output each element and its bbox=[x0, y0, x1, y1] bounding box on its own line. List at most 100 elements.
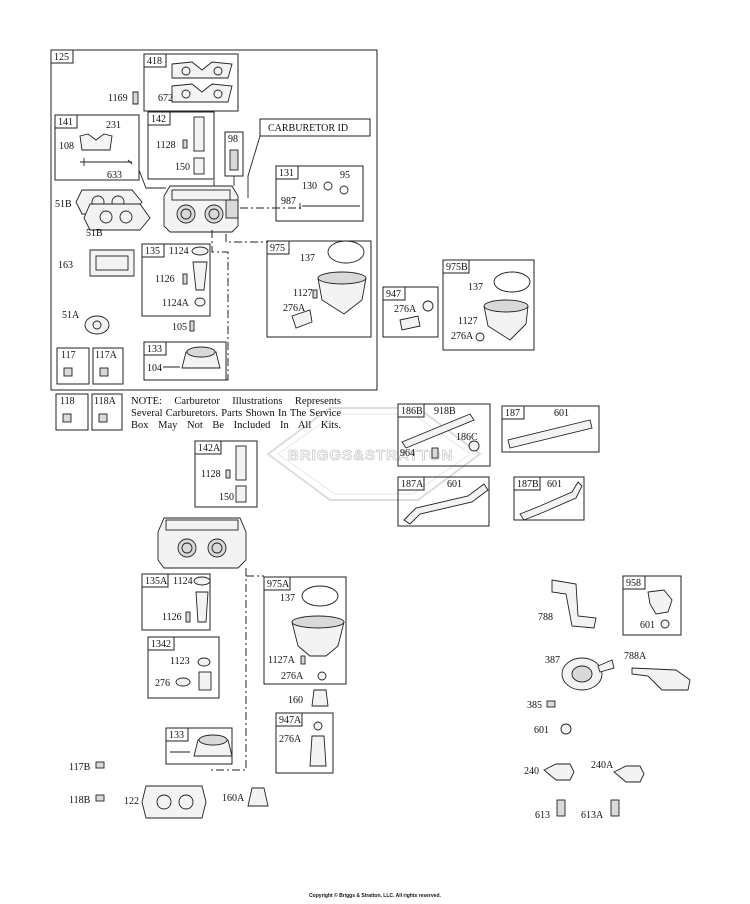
label-150-142A: 150 bbox=[219, 492, 234, 503]
o-ring-137 bbox=[327, 240, 365, 264]
tube-187B bbox=[519, 481, 583, 521]
label-276A-975A: 276A bbox=[281, 671, 304, 682]
label-118B: 118B bbox=[69, 795, 91, 806]
label-788A: 788A bbox=[624, 651, 647, 662]
label-1124-135A: 1124 bbox=[173, 576, 193, 587]
leader-141 bbox=[138, 169, 166, 189]
float-135A bbox=[195, 591, 209, 623]
clamp-958 bbox=[660, 619, 670, 629]
gasket-672 bbox=[171, 83, 233, 103]
watermark-text: BRIGGS&STRATTON bbox=[288, 447, 453, 464]
nut-160 bbox=[311, 689, 329, 707]
label-1128: 1128 bbox=[156, 140, 176, 151]
kit-131-box bbox=[275, 165, 364, 222]
label-105: 105 bbox=[172, 322, 187, 333]
label-130: 130 bbox=[302, 181, 317, 192]
label-601-187: 601 bbox=[554, 408, 569, 419]
label-276A: 276A bbox=[283, 303, 306, 314]
float-pin-1124 bbox=[191, 246, 209, 256]
tag-187A: 187A bbox=[401, 479, 424, 490]
gasket-122 bbox=[141, 785, 207, 819]
label-601-187B: 601 bbox=[547, 479, 562, 490]
kit-117A-box bbox=[92, 347, 124, 385]
shaft-987 bbox=[299, 203, 360, 209]
kit-1342-box bbox=[147, 636, 220, 699]
label-613A: 613A bbox=[581, 810, 604, 821]
part-142-bracket bbox=[193, 116, 205, 152]
label-1127A: 1127A bbox=[268, 655, 296, 666]
tag-133: 133 bbox=[147, 344, 162, 355]
filter-240 bbox=[543, 763, 575, 781]
label-1128-142A: 1128 bbox=[201, 469, 221, 480]
part-117A bbox=[99, 367, 109, 377]
label-788: 788 bbox=[538, 612, 553, 623]
label-51B: 51B bbox=[55, 199, 72, 210]
tube-187A bbox=[403, 483, 489, 525]
tag-418: 418 bbox=[147, 56, 162, 67]
label-276A-947: 276A bbox=[394, 304, 417, 315]
kit-975-box bbox=[266, 240, 372, 338]
carburetor-note: NOTE: Carburetor Illustrations Represent… bbox=[131, 396, 341, 431]
tag-135A: 135A bbox=[145, 576, 168, 587]
part-118 bbox=[62, 413, 72, 423]
tag-1342: 1342 bbox=[151, 639, 171, 650]
tag-187: 187 bbox=[505, 408, 520, 419]
label-122: 122 bbox=[124, 796, 139, 807]
tag-947A: 947A bbox=[279, 715, 302, 726]
kit-958-box bbox=[622, 575, 682, 636]
part-118A bbox=[98, 413, 108, 423]
kit-142A-box bbox=[194, 440, 258, 508]
label-240A: 240A bbox=[591, 760, 614, 771]
tag-187B: 187B bbox=[517, 479, 539, 490]
screw-1126-135A bbox=[185, 611, 191, 623]
label-137-975A: 137 bbox=[280, 593, 295, 604]
float-pin-135A bbox=[193, 576, 211, 586]
part-150 bbox=[193, 157, 205, 175]
tag-133-b: 133 bbox=[169, 730, 184, 741]
bracket-788A bbox=[631, 667, 691, 691]
tag-975: 975 bbox=[270, 243, 285, 254]
leader-135-133 bbox=[210, 230, 229, 381]
label-276: 276 bbox=[155, 678, 170, 689]
kit-947A-box bbox=[275, 712, 334, 774]
solenoid-276A bbox=[291, 309, 313, 329]
kit-133-b-box bbox=[165, 727, 233, 765]
tag-118: 118 bbox=[60, 396, 75, 407]
label-1169: 1169 bbox=[108, 93, 128, 104]
copyright: Copyright © Briggs & Stratton, LLC. All … bbox=[309, 893, 441, 899]
screw-1169 bbox=[132, 91, 139, 105]
tag-117: 117 bbox=[61, 350, 76, 361]
screw-1127 bbox=[312, 289, 318, 299]
tag-975A: 975A bbox=[267, 579, 290, 590]
kit-118A-box bbox=[91, 393, 123, 431]
label-150: 150 bbox=[175, 162, 190, 173]
fitting-958 bbox=[647, 589, 673, 615]
gasket-418-upper bbox=[171, 61, 233, 79]
tag-142A: 142A bbox=[198, 443, 221, 454]
tag-186B: 186B bbox=[401, 406, 423, 417]
label-601-958: 601 bbox=[640, 620, 655, 631]
spring-98 bbox=[229, 149, 239, 171]
label-1126-135A: 1126 bbox=[162, 612, 182, 623]
part-118B bbox=[95, 794, 105, 802]
part-1124A bbox=[194, 297, 206, 307]
kit-418-box bbox=[143, 53, 239, 112]
washer-975B bbox=[475, 332, 485, 342]
tag-131: 131 bbox=[279, 168, 294, 179]
filter-240A bbox=[613, 765, 645, 783]
part-1123 bbox=[197, 657, 211, 667]
kit-947-box bbox=[382, 286, 439, 338]
label-1127-975B: 1127 bbox=[458, 316, 478, 327]
label-240: 240 bbox=[524, 766, 539, 777]
label-918B: 918B bbox=[434, 406, 456, 417]
kit-118-box bbox=[55, 393, 89, 431]
carburetor-body-2 bbox=[157, 517, 247, 569]
tag-975B: 975B bbox=[446, 262, 468, 273]
screw-385 bbox=[546, 700, 556, 708]
part-117 bbox=[63, 367, 73, 377]
part-633 bbox=[80, 158, 133, 166]
kit-186B-box bbox=[397, 403, 491, 467]
screw-105 bbox=[189, 320, 195, 332]
kit-187A-box bbox=[397, 476, 490, 527]
kit-187-box bbox=[501, 405, 600, 453]
